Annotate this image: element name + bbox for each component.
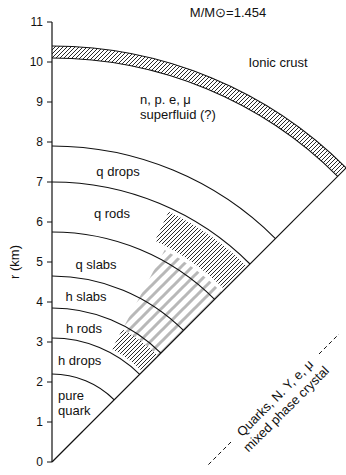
tick-label: 2 [36,375,43,390]
tick-label: 6 [36,215,43,230]
tick-label: 1 [36,415,43,430]
axis-tick [47,222,52,223]
axis-tick [47,182,52,183]
layer-label: pure quark [58,388,96,418]
radius-axis [51,22,52,462]
layer-label: q slabs [75,257,116,272]
axis-title: r (km) [7,245,22,279]
tick-label: 0 [36,455,43,470]
layer-label: n, p. e, μ superfluid (?) [140,92,240,122]
tick-label: 5 [36,255,43,270]
layer-label: Ionic crust [248,55,307,70]
tick-label: 11 [31,15,43,30]
layer-boundary [52,182,250,264]
layer-boundary [52,146,275,239]
axis-tick [47,62,52,63]
axis-tick [47,142,52,143]
tick-label: 10 [30,55,43,70]
axis-tick [47,102,52,103]
axis-tick [47,262,52,263]
tick-label: 3 [36,335,43,350]
axis-tick [47,462,52,463]
layer-boundary [52,338,140,374]
rods-hatch [112,330,158,372]
sector-edge [52,168,346,462]
axis-tick [47,342,52,343]
dashed-leader [319,334,339,354]
layer-label: q rods [94,206,130,221]
tick-label: 8 [36,135,43,150]
crust-hatch [52,46,346,176]
rods-hatch [155,212,247,290]
mass-label: M/M⊙=1.454 [190,5,266,20]
section-drawing [47,22,346,465]
layer-boundary [52,308,161,353]
tick-label: 9 [36,95,43,110]
tick-label: 4 [36,295,43,310]
layer-boundary [52,58,338,176]
layer-label: h slabs [65,289,106,304]
layer-label: h rods [66,321,102,336]
axis-tick [47,422,52,423]
layer-label: h drops [58,353,101,368]
dashed-leader [208,442,231,465]
tick-label: 7 [36,175,43,190]
axis-tick [47,302,52,303]
axis-tick [47,382,52,383]
layer-label: q drops [96,164,139,179]
axis-tick [47,22,52,23]
